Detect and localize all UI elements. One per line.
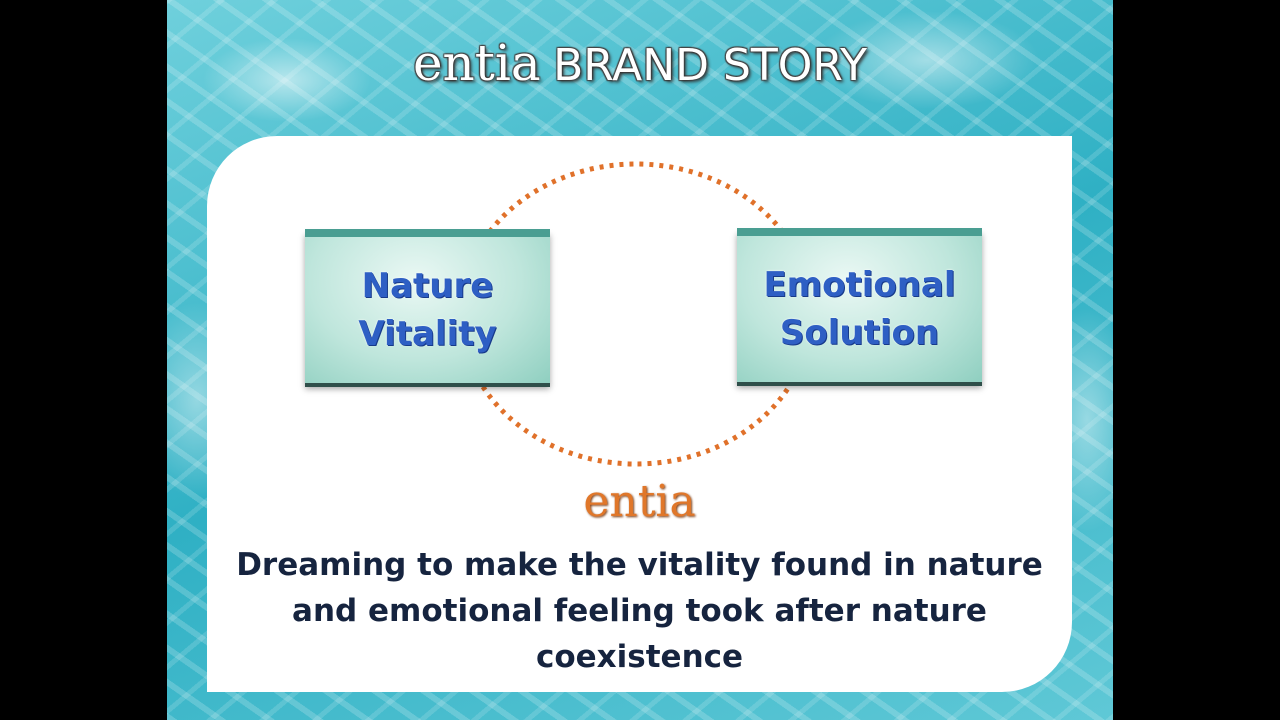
box-line: Emotional xyxy=(763,265,956,305)
entia-logo: entia xyxy=(583,476,696,527)
box-line: Vitality xyxy=(358,314,497,354)
box-line: Nature xyxy=(361,266,494,306)
tagline: Dreaming to make the vitality found in n… xyxy=(236,547,1043,675)
box-line: Solution xyxy=(779,313,940,353)
title-rest: BRAND STORY xyxy=(553,40,868,91)
title-brand: entia xyxy=(412,34,541,92)
slide-title: entia BRAND STORY xyxy=(167,34,1113,92)
emotional-solution-box: Emotional Solution xyxy=(737,228,982,382)
slide: entia BRAND STORY Nature Vitality Emotio… xyxy=(167,0,1113,720)
nature-vitality-box: Nature Vitality xyxy=(305,229,550,383)
content-card: Nature Vitality Emotional Solution entia… xyxy=(207,136,1072,692)
